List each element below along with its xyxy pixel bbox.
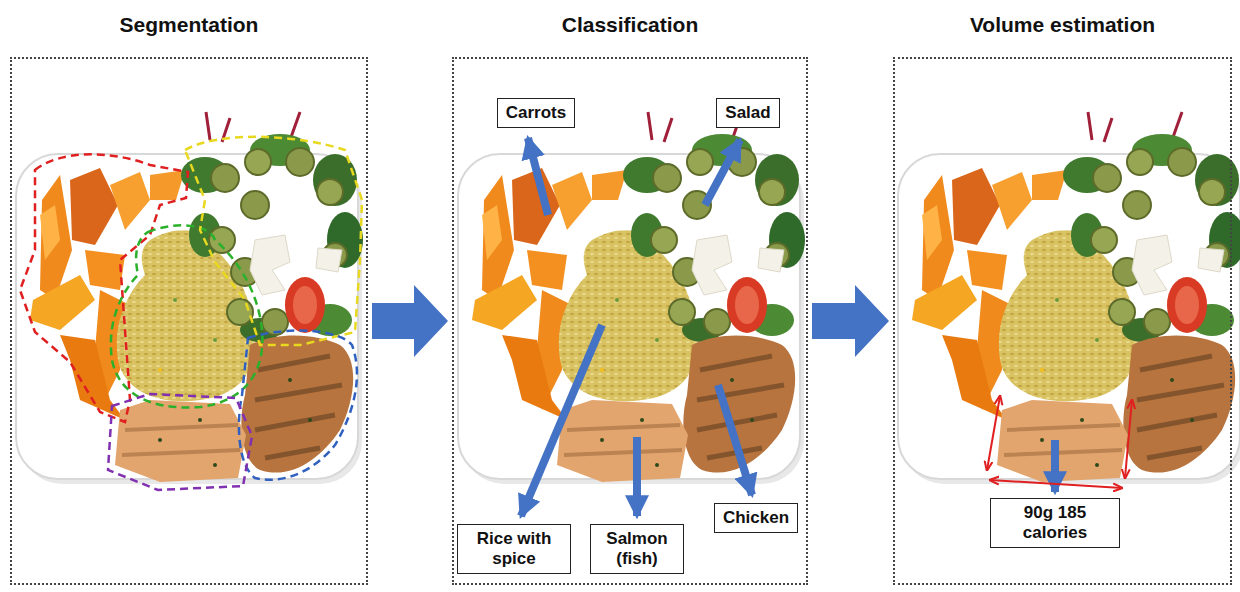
panel-heading: Volume estimation bbox=[875, 13, 1240, 37]
segmentation-panel: Segmentation bbox=[10, 57, 368, 585]
label-text: Rice with spice bbox=[466, 529, 562, 569]
classification-panel: ClassificationCarrotsSaladRice with spic… bbox=[452, 57, 808, 585]
panel-heading: Segmentation bbox=[0, 13, 386, 37]
volume-panel: Volume estimation90g 185 calories bbox=[893, 57, 1232, 585]
block-arrow bbox=[812, 285, 889, 357]
class-label: Chicken bbox=[714, 503, 798, 533]
plate-segmentation bbox=[16, 112, 363, 484]
measure-lines bbox=[987, 396, 1132, 488]
leader-arrows bbox=[521, 138, 1055, 516]
class-label: Salad bbox=[716, 98, 779, 128]
label-text: Salmon (fish) bbox=[599, 529, 675, 569]
panel-heading: Classification bbox=[434, 13, 826, 37]
class-label: Rice with spice bbox=[457, 524, 571, 574]
label-text: Carrots bbox=[506, 103, 566, 123]
label-text: 90g 185 calories bbox=[999, 503, 1111, 543]
class-label: Carrots bbox=[497, 98, 575, 128]
result-label: 90g 185 calories bbox=[990, 498, 1120, 548]
block-arrow bbox=[372, 285, 448, 357]
label-text: Chicken bbox=[723, 508, 789, 528]
class-label: Salmon (fish) bbox=[590, 524, 684, 574]
segmentation-outlines bbox=[20, 137, 362, 490]
label-text: Salad bbox=[725, 103, 770, 123]
plate-classification bbox=[458, 112, 805, 484]
plate-volume bbox=[898, 112, 1240, 484]
